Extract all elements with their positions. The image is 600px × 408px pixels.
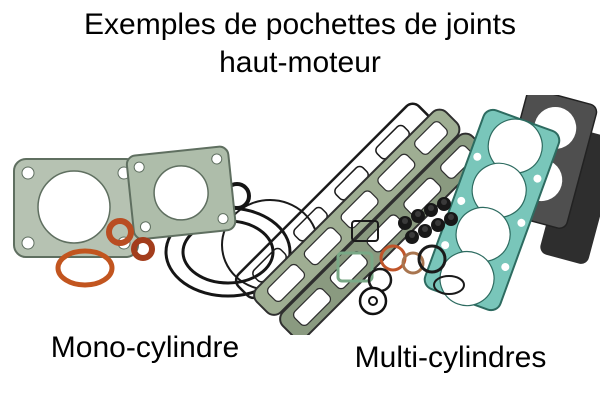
valve-stem-seals-icon — [398, 197, 458, 244]
small-o-rings-icon — [358, 244, 465, 316]
mono-head-gasket-icon — [125, 145, 237, 241]
caption-mono-cylinder: Mono-cylindre — [50, 331, 240, 364]
four-cylinder-head-gasket-icon — [423, 108, 561, 312]
page-title: Exemples de pochettes de joints haut-mot… — [0, 6, 600, 82]
cylinder-base-gasket-icon — [13, 158, 139, 258]
multi-cylinder-gasket-group — [234, 95, 600, 335]
caption-multi-cylinder: Multi-cylindres — [354, 341, 547, 374]
title-line-1: Exemples de pochettes de joints — [84, 8, 516, 41]
title-line-2: haut-moteur — [219, 46, 381, 79]
mono-cylinder-gasket-group — [13, 145, 319, 298]
valve-cover-gasket-icon — [253, 108, 461, 316]
o-rings-icon — [55, 218, 155, 288]
gasket-illustration-icon — [13, 95, 600, 335]
valve-cover-gasket-icon — [279, 132, 487, 335]
small-square-gasket-icon — [336, 220, 379, 283]
